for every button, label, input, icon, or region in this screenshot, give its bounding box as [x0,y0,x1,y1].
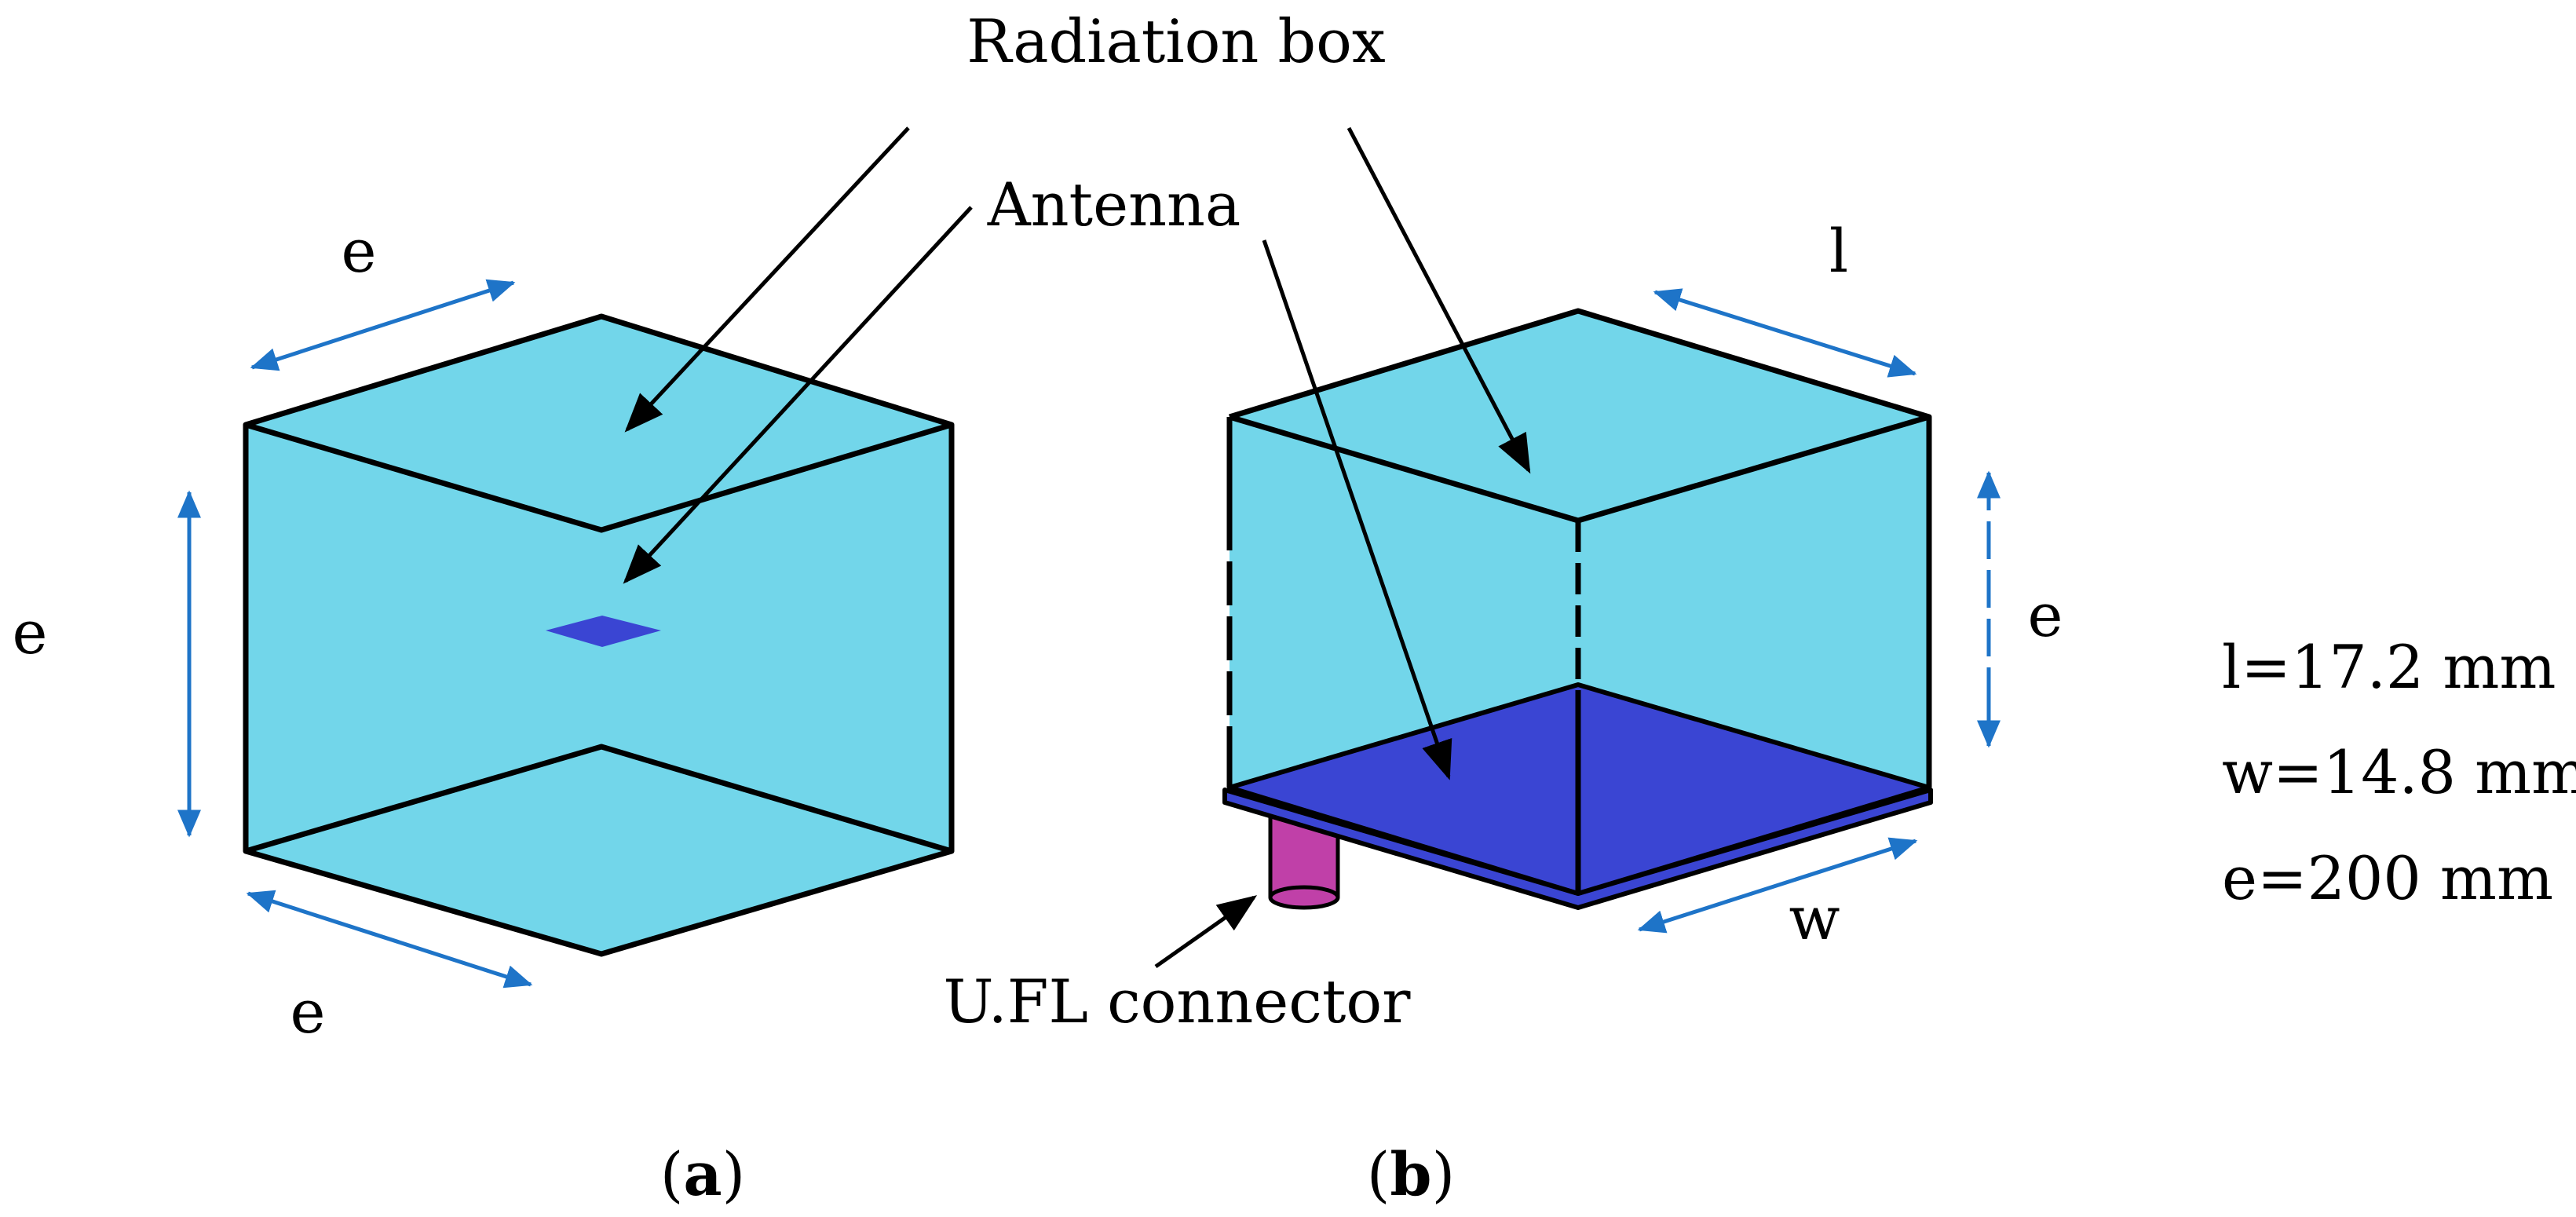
dimension-arrow-e-bottom [246,890,533,989]
label-antenna: Antenna [987,170,1241,239]
parameter-l: l=17.2 mm [2222,632,2556,702]
cube-b-left-face [1230,417,1578,788]
label-ufl-connector: U.FL connector [944,967,1412,1036]
cube-a-top-front-edges [245,422,953,533]
dimension-label-l: l [1829,216,1848,286]
dimension-arrow-w [1637,837,1918,934]
parameter-e: e=200 mm [2222,843,2553,913]
dimension-label-e-right: e [2028,580,2063,650]
dimension-arrow-l [1653,288,1917,378]
dimension-label-e-bottom: e [290,977,326,1047]
leader-antenna-b [1262,239,1452,780]
cube-b-right-face [1578,417,1929,788]
leader-antenna-a [623,206,973,584]
cube-b [1222,308,1933,910]
cube-a [243,313,955,957]
dimension-arrow-e-top [250,279,516,371]
cube-a-bottom-back-edges [245,744,953,854]
dimension-label-e-top: e [342,216,377,286]
antenna-patch-a [546,616,661,647]
dimension-label-e-left: e [13,598,48,667]
leader-radiation-box-b [1346,126,1531,474]
dimension-label-w: w [1789,883,1840,953]
label-radiation-box: Radiation box [966,6,1386,76]
parameter-w: w=14.8 mm [2222,737,2576,807]
caption-b: (b) [1367,1139,1455,1209]
leader-radiation-box-a [624,126,910,433]
caption-a: (a) [660,1139,746,1209]
leader-ufl-connector [1154,895,1258,969]
